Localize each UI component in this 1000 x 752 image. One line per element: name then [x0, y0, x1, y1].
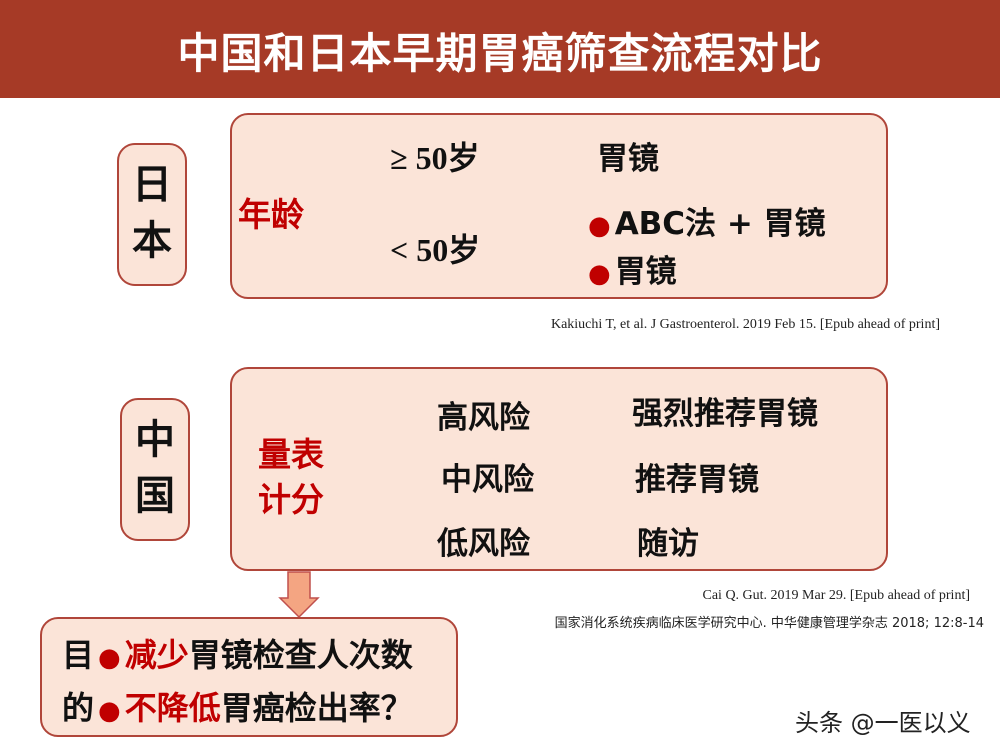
japan-label-2: 本	[132, 218, 172, 264]
goal-label-2: 的	[62, 689, 95, 727]
slide-title: 中国和日本早期胃癌筛查流程对比	[177, 29, 823, 78]
risk-mid: 中风险	[441, 462, 534, 498]
result-high: 强烈推荐胃镜	[632, 396, 818, 432]
title-bar	[0, 0, 1000, 98]
japan-label-1: 日	[132, 162, 172, 208]
down-arrow	[278, 571, 320, 619]
japan-criterion: 年龄	[238, 195, 304, 234]
result-low: 随访	[637, 526, 699, 562]
goal-line1-red: 减少	[124, 636, 189, 674]
bullet-icon: ●	[98, 696, 121, 726]
china-flow-box	[230, 367, 888, 571]
risk-low: 低风险	[437, 526, 530, 562]
age-low: < 50岁	[390, 232, 481, 268]
china-label-box: 中 国	[120, 398, 190, 541]
bullet-icon: ●	[588, 259, 611, 289]
china-label-1: 中	[135, 417, 175, 463]
goal-line2-red: 不降低	[124, 689, 221, 727]
goal-label-1: 目	[62, 636, 95, 674]
result-mid: 推荐胃镜	[635, 462, 759, 498]
bullet-icon: ●	[588, 211, 611, 241]
bullet-icon: ●	[98, 643, 121, 673]
watermark: 头条 @一医以义	[795, 709, 971, 737]
japan-low-result-1: ABC法 + 胃镜	[614, 206, 826, 242]
china-citation-2: 国家消化系统疾病临床医学研究中心. 中华健康管理学杂志 2018; 12:8-1…	[554, 616, 984, 631]
china-criterion-2: 计分	[258, 480, 324, 519]
age-high: ≥ 50岁	[390, 140, 480, 176]
china-label-2: 国	[135, 473, 175, 519]
japan-label-box: 日 本	[117, 143, 187, 286]
goal-line2-rest: 胃癌检出率？	[220, 689, 413, 727]
china-citation-1: Cai Q. Gut. 2019 Mar 29. [Epub ahead of …	[702, 588, 971, 603]
japan-flow-box	[230, 113, 888, 299]
japan-high-result: 胃镜	[597, 141, 659, 177]
japan-citation: Kakiuchi T, et al. J Gastroenterol. 2019…	[550, 317, 940, 332]
japan-low-result-2: 胃镜	[614, 254, 677, 290]
goal-line1-rest: 胃镜检查人次数	[188, 636, 413, 674]
china-criterion-1: 量表	[258, 435, 324, 474]
risk-high: 高风险	[437, 400, 530, 436]
goal-box	[40, 617, 458, 737]
